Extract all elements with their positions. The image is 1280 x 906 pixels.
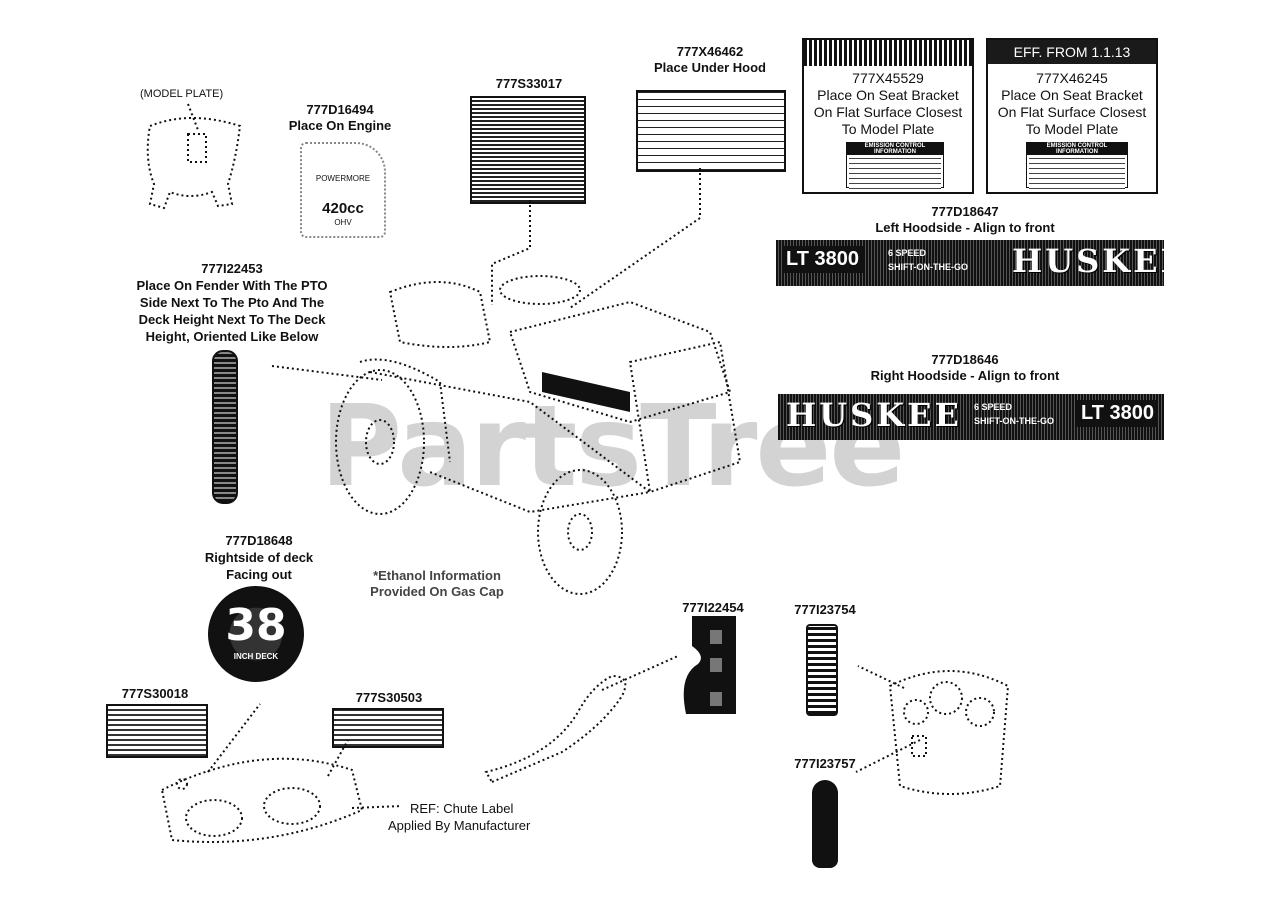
ethanol-line2: Provided On Gas Cap <box>370 584 504 599</box>
huskee-brand: HUSKEE <box>1012 242 1164 280</box>
placement-note: Place Under Hood <box>654 60 766 75</box>
hoodside-right-sticker: HUSKEE 6 SPEED SHIFT-ON-THE-GO LT 3800 <box>778 394 1164 440</box>
placement-line3: Deck Height Next To The Deck <box>138 312 326 327</box>
placement-line1: Place On Seat Bracket <box>817 87 959 103</box>
placement-line1: Place On Seat Bracket <box>1001 87 1143 103</box>
placement-line2: Facing out <box>226 567 292 582</box>
part-777x46462-label: 777X46462 Place Under Hood <box>645 44 775 76</box>
placement-note: Place On Engine <box>288 118 392 133</box>
sticker-777i23757 <box>812 780 838 868</box>
part-number: 777I22453 <box>201 261 263 276</box>
sticker-777s30503 <box>332 708 444 748</box>
box-header-eff: EFF. FROM 1.1.13 <box>988 40 1156 64</box>
part-number: 777X45529 <box>852 70 924 86</box>
sticker-box-777x45529: 777X45529 Place On Seat Bracket On Flat … <box>802 38 974 194</box>
emission-inner-box: EMISSION CONTROL INFORMATION <box>846 142 944 189</box>
box-header-pattern <box>804 40 972 66</box>
emission-title: EMISSION CONTROL INFORMATION <box>1027 143 1127 155</box>
chute-ref-note: REF: Chute Label Applied By Manufacturer <box>388 800 530 834</box>
part-777d16494-label: 777D16494 Place On Engine <box>280 102 400 134</box>
model-plate-label: (MODEL PLATE) <box>140 88 224 100</box>
chute-ref-line1: REF: Chute Label <box>410 801 514 816</box>
placement-line1: Rightside of deck <box>204 550 314 565</box>
emission-text <box>1029 157 1125 189</box>
foot-pedal-drawing <box>484 655 679 784</box>
model-badge: LT 3800 <box>782 246 863 273</box>
engine-sub: OHV <box>334 218 352 227</box>
tractor-drawing <box>335 275 742 595</box>
sticker-777s30018 <box>106 704 208 758</box>
huskee-brand: HUSKEE <box>786 396 962 434</box>
deck-size-sub: INCH DECK <box>233 652 279 661</box>
part-777s30503-label: 777S30503 <box>355 690 423 705</box>
placement-line2: On Flat Surface Closest <box>997 104 1147 120</box>
part-777s30018-label: 777S30018 <box>121 686 189 701</box>
hoodside-left-sticker: LT 3800 6 SPEED SHIFT-ON-THE-GO HUSKEE <box>776 240 1164 286</box>
placement-line1: Place On Fender With The PTO <box>136 278 328 293</box>
placement-line3: To Model Plate <box>841 121 935 137</box>
part-number: 777D18648 <box>225 533 293 548</box>
part-777d18646-label: 777D18646 Right Hoodside - Align to fron… <box>860 352 1070 384</box>
part-777i22453-label: 777I22453 Place On Fender With The PTO S… <box>122 260 342 345</box>
speed-text: 6 SPEED <box>974 402 1013 412</box>
placement-note: Right Hoodside - Align to front <box>870 368 1060 383</box>
leader-777i22453 <box>271 365 383 381</box>
part-777i23754-label: 777I23754 <box>794 602 856 617</box>
placement-line2: On Flat Surface Closest <box>813 104 963 120</box>
chute-ref-line2: Applied By Manufacturer <box>388 818 531 833</box>
part-number: 777X46245 <box>1036 70 1108 86</box>
placement-line4: Height, Oriented Like Below <box>145 329 319 344</box>
sticker-777s33017 <box>470 96 586 204</box>
emission-title: EMISSION CONTROL INFORMATION <box>847 143 943 155</box>
placement-line2: Side Next To The Pto And The <box>139 295 325 310</box>
shift-text: SHIFT-ON-THE-GO <box>974 416 1054 426</box>
part-777d18648-label: 777D18648 Rightside of deck Facing out <box>184 532 334 583</box>
part-number: 777X46462 <box>676 44 744 59</box>
engine-brand: POWERMORE <box>315 174 371 183</box>
part-number: 777D16494 <box>306 102 374 117</box>
sticker-777x46462 <box>636 90 786 172</box>
model-badge: LT 3800 <box>1077 400 1158 427</box>
sticker-box-777x46245: EFF. FROM 1.1.13 777X46245 Place On Seat… <box>986 38 1158 194</box>
placement-line3: To Model Plate <box>1025 121 1119 137</box>
ethanol-note: *Ethanol Information Provided On Gas Cap <box>352 568 522 600</box>
sticker-777i23754 <box>806 624 838 716</box>
deck-size-sticker: 38 INCH DECK <box>208 586 304 682</box>
placement-note: Left Hoodside - Align to front <box>875 220 1055 235</box>
dash-console-drawing <box>855 665 1010 795</box>
deck-size-number: 38 <box>225 600 287 651</box>
leader-777x46462 <box>569 168 701 309</box>
part-number: 777D18646 <box>931 352 999 367</box>
deck-drawing <box>160 703 403 843</box>
speed-text: 6 SPEED <box>888 248 927 258</box>
sticker-777i22454 <box>683 616 736 714</box>
engine-cc: 420cc <box>322 200 364 217</box>
part-777d18647-label: 777D18647 Left Hoodside - Align to front <box>860 204 1070 236</box>
part-777i23757-label: 777I23757 <box>794 756 856 771</box>
model-plate-seat-drawing <box>146 103 242 210</box>
emission-text <box>849 157 941 189</box>
emission-inner-box: EMISSION CONTROL INFORMATION <box>1026 142 1128 189</box>
sticker-777i22453 <box>212 350 238 504</box>
shift-text: SHIFT-ON-THE-GO <box>888 262 968 272</box>
ethanol-line1: *Ethanol Information <box>373 568 501 583</box>
engine-sticker: POWERMORE 420cc OHV <box>300 142 386 238</box>
part-777i22454-label: 777I22454 <box>682 600 744 615</box>
part-number: 777D18647 <box>931 204 999 219</box>
part-777s33017-label: 777S33017 <box>495 76 563 91</box>
